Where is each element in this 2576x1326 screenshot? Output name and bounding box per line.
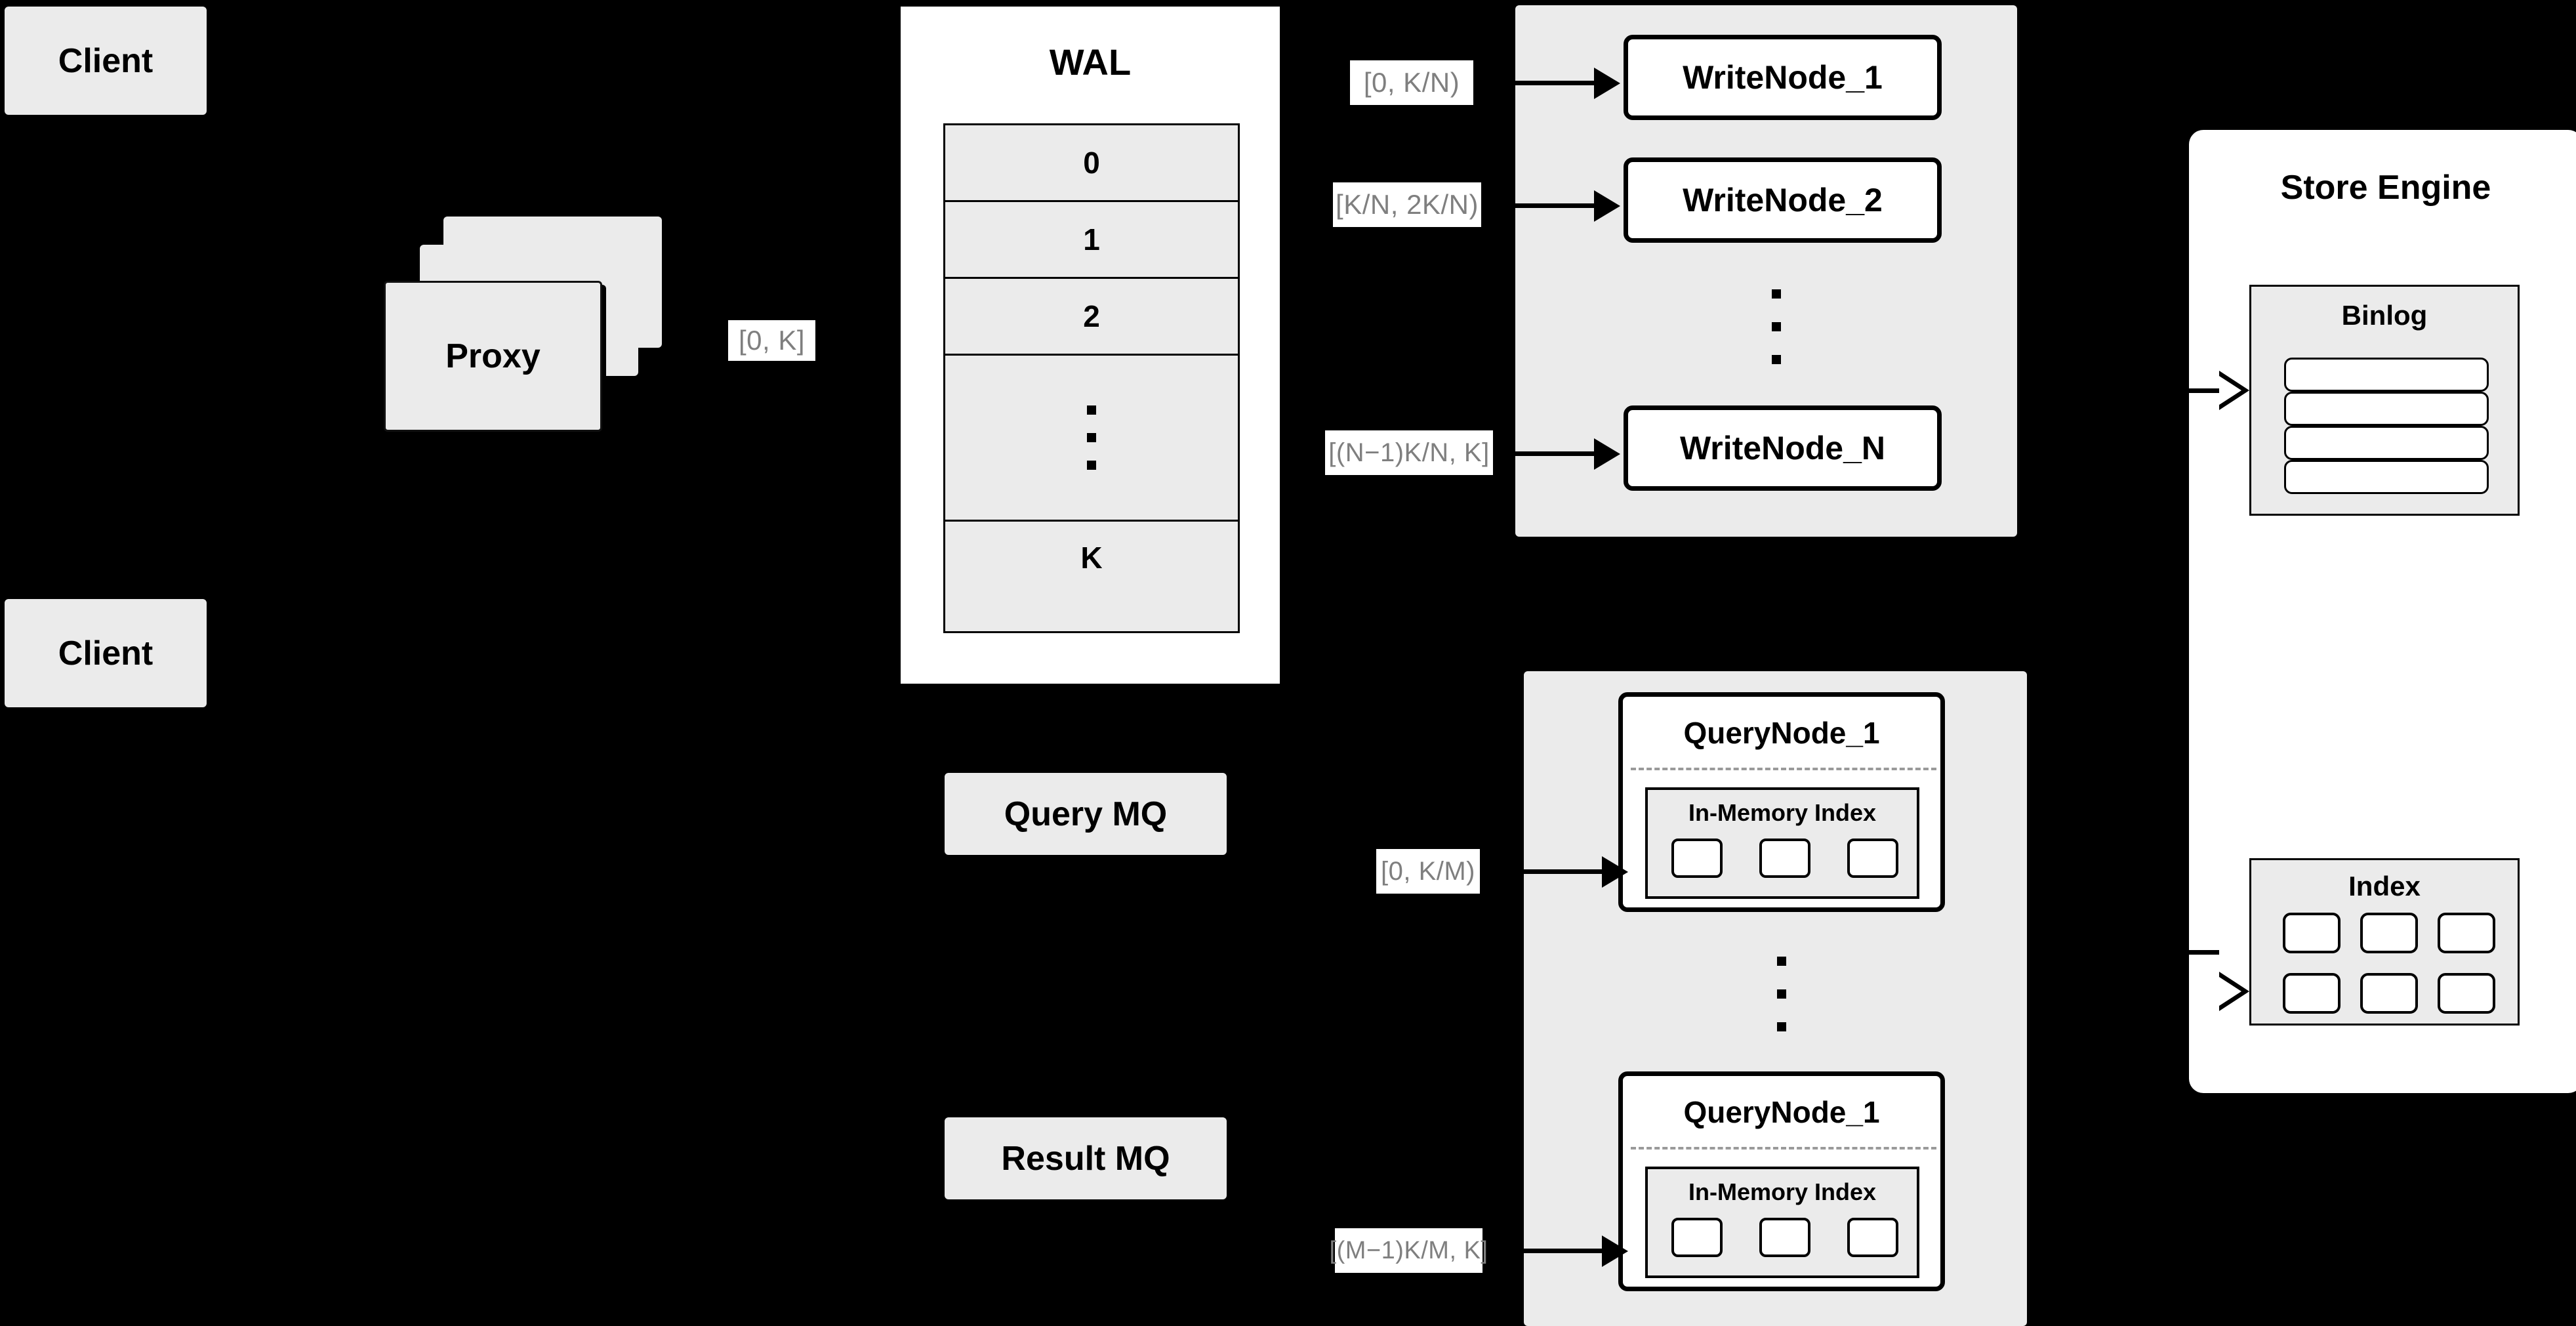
- edge-label-write-node-1-text: [0, K/N): [1363, 67, 1460, 98]
- wal-row-ellipsis: [945, 356, 1238, 522]
- arrow-line-to-binlog: [2188, 388, 2219, 393]
- arrow-head-to-write-node-2: [1594, 190, 1620, 222]
- query-node-1-index-cell-2[interactable]: [1759, 839, 1810, 878]
- write-node-2-label: WriteNode_2: [1683, 182, 1883, 218]
- binlog-strip-4[interactable]: [2284, 460, 2489, 494]
- binlog-title: Binlog: [2341, 300, 2428, 331]
- store-engine-title: Store Engine: [2280, 169, 2491, 207]
- query-node-1-index-cell-3[interactable]: [1847, 839, 1898, 878]
- wal-row-2[interactable]: 2: [945, 279, 1238, 356]
- arrow-head-to-query-node-1: [1602, 856, 1628, 888]
- proxy-box[interactable]: Proxy: [384, 281, 602, 432]
- wal-vertical-ellipsis-icon: [1087, 396, 1096, 479]
- edge-label-write-node-1: [0, K/N): [1350, 60, 1473, 105]
- edge-label-proxy-to-wal-text: [0, K]: [738, 325, 806, 356]
- binlog-strip-3[interactable]: [2284, 426, 2489, 460]
- wal-row-0[interactable]: 0: [945, 125, 1238, 202]
- query-node-m-in-memory-index-title: In-Memory Index: [1688, 1178, 1877, 1205]
- wal-row-1-label: 1: [1083, 222, 1100, 257]
- client-label-1: Client: [58, 41, 153, 80]
- client-box-1[interactable]: Client: [5, 7, 207, 115]
- write-node-vertical-ellipsis-icon: [1767, 274, 1786, 379]
- edge-label-proxy-to-wal: [0, K]: [728, 320, 815, 361]
- arrow-line-to-write-node-1: [1514, 81, 1596, 85]
- query-mq-label: Query MQ: [1004, 795, 1168, 833]
- query-node-1-in-memory-index-title: In-Memory Index: [1688, 799, 1877, 826]
- query-node-1-index-cell-1[interactable]: [1671, 839, 1723, 878]
- index-cell-1[interactable]: [2283, 913, 2341, 953]
- index-cell-5[interactable]: [2360, 973, 2418, 1014]
- binlog-strip-1[interactable]: [2284, 358, 2489, 392]
- wal-row-k[interactable]: K: [945, 522, 1238, 593]
- arrow-line-to-index: [2188, 950, 2219, 955]
- wal-row-2-label: 2: [1083, 299, 1100, 333]
- wal-table: 0 1 2 K: [943, 123, 1240, 633]
- write-node-n-label: WriteNode_N: [1679, 430, 1885, 466]
- index-panel: Index: [2249, 858, 2520, 1026]
- edge-label-query-node-m: [(M−1)K/M, K]: [1330, 1228, 1488, 1273]
- result-mq-label: Result MQ: [1001, 1139, 1170, 1178]
- edge-label-query-node-m-text: [(M−1)K/M, K]: [1329, 1236, 1488, 1264]
- wal-row-0-label: 0: [1083, 146, 1100, 180]
- query-node-m-index-cell-1[interactable]: [1671, 1218, 1723, 1257]
- edge-label-write-node-2-text: [K/N, 2K/N): [1336, 189, 1479, 220]
- index-cell-3[interactable]: [2438, 913, 2495, 953]
- wal-row-1[interactable]: 1: [945, 202, 1238, 279]
- index-title: Index: [2348, 871, 2421, 901]
- client-box-2[interactable]: Client: [5, 599, 207, 707]
- binlog-panel: Binlog: [2249, 285, 2520, 516]
- arrow-head-to-write-node-1: [1594, 68, 1620, 99]
- edge-label-write-node-n: [(N−1)K/N, K]: [1325, 430, 1493, 475]
- query-node-m-in-memory-index-panel: In-Memory Index: [1645, 1167, 1919, 1278]
- query-node-m-title: QueryNode_1: [1683, 1095, 1880, 1129]
- query-node-m-index-cell-3[interactable]: [1847, 1218, 1898, 1257]
- wal-container: WAL 0 1 2 K: [897, 3, 1283, 687]
- query-node-vertical-ellipsis-icon: [1772, 942, 1791, 1046]
- arrow-line-to-write-node-n: [1514, 451, 1596, 456]
- client-label-2: Client: [58, 634, 153, 673]
- query-node-1[interactable]: QueryNode_1 In-Memory Index: [1618, 692, 1945, 912]
- write-node-n[interactable]: WriteNode_N: [1624, 405, 1942, 491]
- result-mq-box[interactable]: Result MQ: [945, 1117, 1227, 1199]
- arrow-head-to-index: [2219, 972, 2249, 1011]
- edge-label-write-node-2: [K/N, 2K/N): [1333, 182, 1481, 227]
- wal-row-k-label: K: [1080, 540, 1103, 575]
- write-node-1[interactable]: WriteNode_1: [1624, 35, 1942, 120]
- arrow-line-to-query-node-1: [1522, 869, 1604, 874]
- write-node-1-label: WriteNode_1: [1683, 59, 1883, 96]
- index-cell-2[interactable]: [2360, 913, 2418, 953]
- arrow-line-to-query-node-m: [1522, 1249, 1604, 1253]
- write-node-2[interactable]: WriteNode_2: [1624, 157, 1942, 243]
- store-engine-container: Store Engine Binlog Index: [2189, 130, 2576, 1093]
- query-node-cluster: QueryNode_1 In-Memory Index QueryNode_1 …: [1524, 671, 2027, 1326]
- proxy-label: Proxy: [445, 337, 541, 375]
- query-node-m-index-cell-2[interactable]: [1759, 1218, 1810, 1257]
- query-node-m[interactable]: QueryNode_1 In-Memory Index: [1618, 1071, 1945, 1291]
- query-node-m-divider: [1631, 1147, 1936, 1150]
- index-cell-4[interactable]: [2283, 973, 2341, 1014]
- edge-label-write-node-n-text: [(N−1)K/N, K]: [1328, 438, 1490, 467]
- wal-title: WAL: [1049, 41, 1132, 83]
- query-node-1-divider: [1631, 768, 1936, 770]
- query-mq-box[interactable]: Query MQ: [945, 773, 1227, 855]
- arrow-head-to-query-node-m: [1602, 1235, 1628, 1267]
- binlog-strip-2[interactable]: [2284, 392, 2489, 426]
- arrow-line-to-write-node-2: [1514, 203, 1596, 208]
- arrow-head-to-binlog: [2219, 371, 2249, 410]
- index-cell-6[interactable]: [2438, 973, 2495, 1014]
- edge-label-query-node-1: [0, K/M): [1376, 849, 1480, 894]
- query-node-1-title: QueryNode_1: [1683, 716, 1880, 750]
- query-node-1-in-memory-index-panel: In-Memory Index: [1645, 787, 1919, 899]
- edge-label-query-node-1-text: [0, K/M): [1380, 856, 1476, 886]
- arrow-head-to-write-node-n: [1594, 438, 1620, 470]
